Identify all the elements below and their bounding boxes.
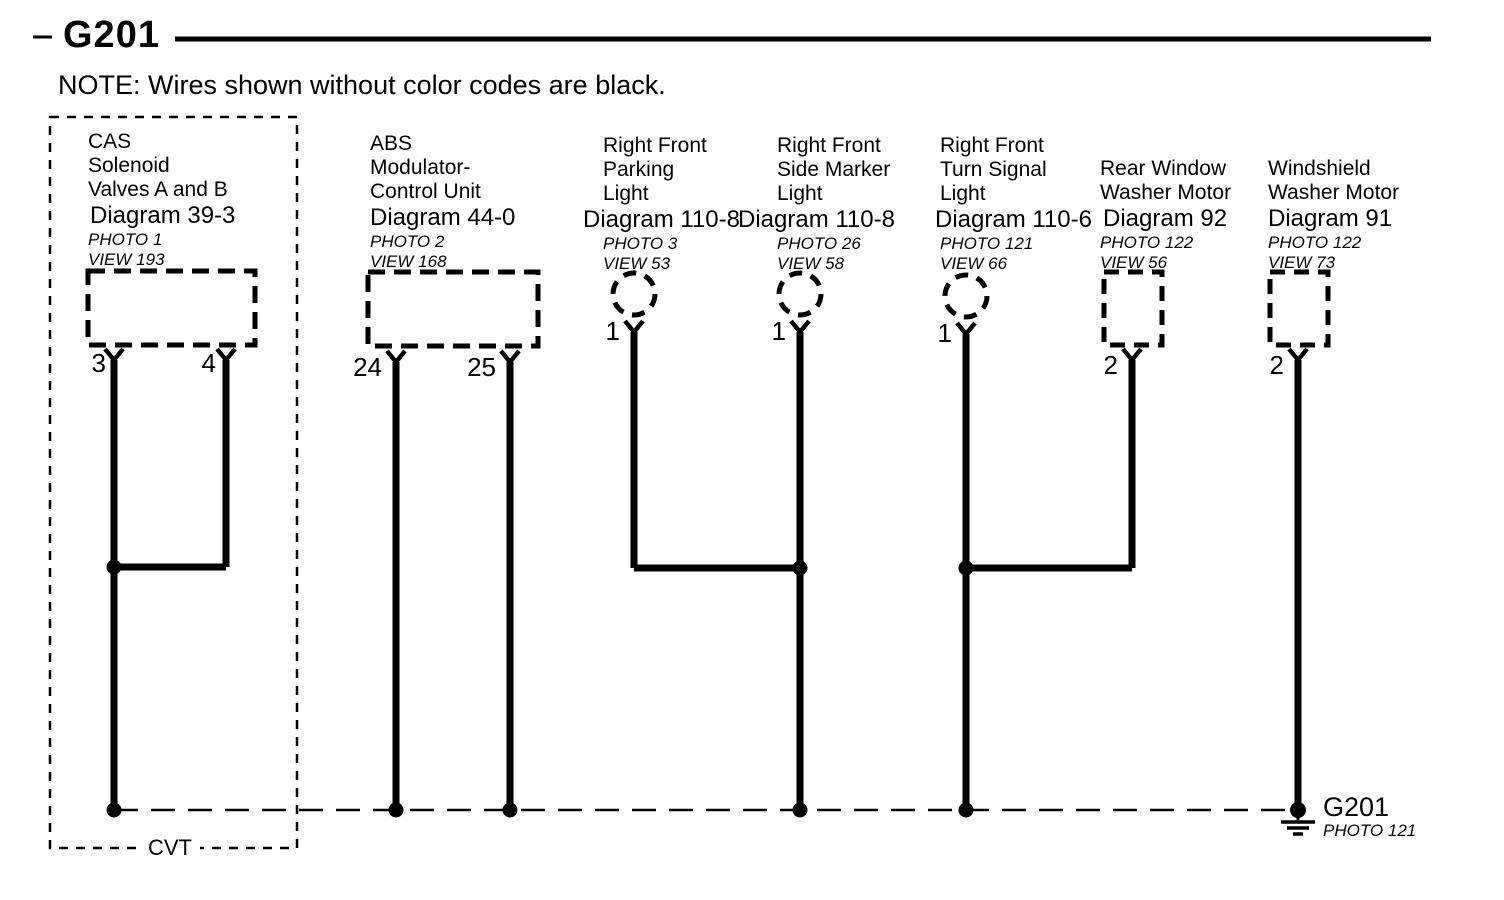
ground-photo-ref: PHOTO 121 <box>1323 821 1417 840</box>
cvt-enclosure-label: CVT <box>140 835 200 861</box>
component-name-line: Windshield <box>1268 157 1371 180</box>
component-name-line: Washer Motor <box>1268 181 1400 204</box>
abs-connector-box <box>365 269 541 349</box>
photo-ref: PHOTO 2 <box>370 232 445 251</box>
diagram-ref: Diagram 110-6 <box>935 206 1092 233</box>
pin-label-turnsignal-1: 1 <box>937 318 952 348</box>
component-name-line: Modulator- <box>370 156 471 179</box>
ground-name-label: G201 <box>1323 792 1390 822</box>
side-marker-connector-circle <box>776 270 824 318</box>
terminal-icon <box>623 319 645 336</box>
junction-dot <box>792 802 808 818</box>
component-label-turn-signal-light: Right Front Turn Signal Light Diagram 11… <box>935 134 1092 274</box>
component-name-line: Valves A and B <box>88 178 228 201</box>
component-name-line: Parking <box>603 158 675 181</box>
component-label-abs-modulator: ABS Modulator- Control Unit Diagram 44-0… <box>370 132 515 272</box>
rear-washer-connector-box <box>1101 269 1165 348</box>
photo-ref: PHOTO 122 <box>1100 233 1194 252</box>
component-name-line: Washer Motor <box>1100 181 1232 204</box>
pin-label-cas-4: 4 <box>201 348 216 378</box>
junction-dot <box>502 802 518 818</box>
component-name-line: ABS <box>370 132 413 155</box>
terminal-icon <box>789 319 811 336</box>
component-name-line: Control Unit <box>370 180 481 203</box>
diagram-ref: Diagram 110-8 <box>583 206 740 233</box>
component-label-windshield-washer: Windshield Washer Motor Diagram 91 PHOTO… <box>1268 157 1399 273</box>
windshield-washer-connector-box <box>1267 269 1331 348</box>
terminal-icon <box>103 347 125 364</box>
component-name-line: Light <box>777 182 823 205</box>
diagram-ref: Diagram 110-8 <box>738 206 895 233</box>
component-name-line: CAS <box>88 130 132 153</box>
view-ref: VIEW 168 <box>370 252 447 271</box>
component-name-line: Right Front <box>777 134 881 157</box>
component-name-line: Right Front <box>603 134 707 157</box>
component-label-cas-solenoid-valves: CAS Solenoid Valves A and B Diagram 39-3… <box>88 130 235 270</box>
junction-dot <box>106 559 122 575</box>
view-ref: VIEW 56 <box>1100 253 1168 272</box>
component-name-line: Rear Window <box>1100 157 1227 180</box>
diagram-ref: Diagram 44-0 <box>370 204 516 231</box>
pin-label-abs-24: 24 <box>353 352 382 382</box>
page-title: G201 <box>63 14 160 56</box>
junction-dot <box>388 802 404 818</box>
terminal-icon <box>955 321 977 338</box>
view-ref: VIEW 66 <box>940 254 1008 273</box>
component-name-line: Light <box>940 182 986 205</box>
pin-label-rearwasher-2: 2 <box>1103 350 1118 380</box>
junction-dot <box>792 560 808 576</box>
terminal-icon <box>215 347 237 364</box>
component-label-rear-window-washer: Rear Window Washer Motor Diagram 92 PHOT… <box>1100 157 1231 273</box>
pin-label-cas-3: 3 <box>91 348 106 378</box>
diagram-ref: Diagram 91 <box>1268 205 1393 232</box>
note-text: NOTE: Wires shown without color codes ar… <box>58 70 666 100</box>
photo-ref: PHOTO 3 <box>603 234 678 253</box>
pin-label-sidemarker-1: 1 <box>771 316 786 346</box>
component-name-line: Light <box>603 182 649 205</box>
diagram-ref: Diagram 92 <box>1103 205 1228 232</box>
component-name-line: Turn Signal <box>940 158 1047 181</box>
junction-dot <box>106 802 122 818</box>
view-ref: VIEW 58 <box>777 254 845 273</box>
photo-ref: PHOTO 1 <box>88 230 163 249</box>
component-label-parking-light: Right Front Parking Light Diagram 110-8 … <box>583 134 740 274</box>
view-ref: VIEW 53 <box>603 254 671 273</box>
turn-signal-connector-circle <box>942 272 990 320</box>
junction-dot <box>958 560 974 576</box>
terminal-icon <box>499 349 521 366</box>
photo-ref: PHOTO 26 <box>777 234 861 253</box>
pin-label-abs-25: 25 <box>467 352 496 382</box>
component-label-side-marker-light: Right Front Side Marker Light Diagram 11… <box>738 134 895 274</box>
cas-connector-box <box>85 268 258 348</box>
view-ref: VIEW 73 <box>1268 253 1336 272</box>
component-name-line: Solenoid <box>88 154 170 177</box>
component-name-line: Side Marker <box>777 158 891 181</box>
pin-label-parking-1: 1 <box>605 316 620 346</box>
component-name-line: Right Front <box>940 134 1044 157</box>
pin-label-windwasher-2: 2 <box>1269 350 1284 380</box>
parking-light-connector-circle <box>610 270 658 318</box>
photo-ref: PHOTO 121 <box>940 234 1034 253</box>
photo-ref: PHOTO 122 <box>1268 233 1362 252</box>
ground-icon <box>1281 810 1315 836</box>
terminal-icon <box>1287 347 1309 364</box>
junction-dot <box>958 802 974 818</box>
terminal-icon <box>385 349 407 366</box>
view-ref: VIEW 193 <box>88 250 165 269</box>
terminal-icon <box>1121 347 1143 364</box>
cvt-enclosure-box <box>48 115 299 850</box>
diagram-ref: Diagram 39-3 <box>90 202 236 229</box>
